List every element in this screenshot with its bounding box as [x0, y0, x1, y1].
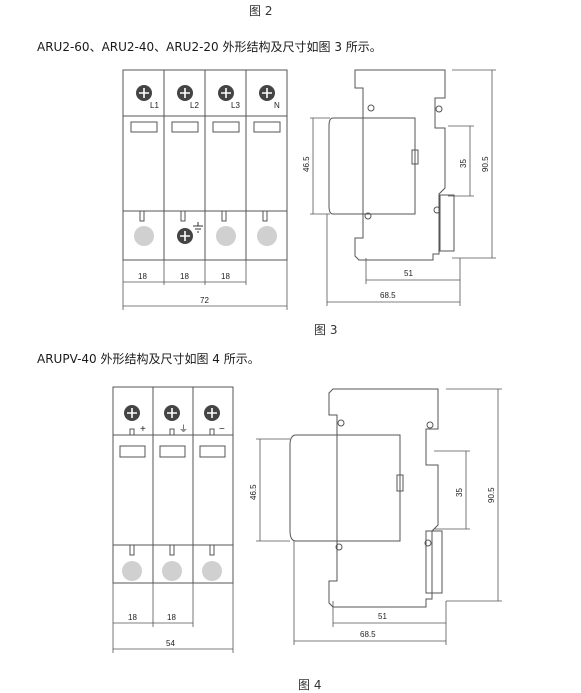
- width-label-2: 18: [180, 272, 189, 281]
- fig4-dim-35: 35: [455, 488, 464, 497]
- figure-2-caption: 图 2: [249, 4, 273, 18]
- fig4-width-label-2: 18: [167, 613, 176, 622]
- figure-4-diagram: + ⏚ − 18 18 54 46.5 35 90.5 51 68.5: [112, 386, 502, 653]
- paragraph-figure-4-intro: ARUPV-40 外形结构及尺寸如图 4 所示。: [37, 352, 260, 366]
- paragraph-figure-3-intro: ARU2-60、ARU2-40、ARU2-20 外形结构及尺寸如图 3 所示。: [37, 40, 382, 54]
- fig4-dim-68-5: 68.5: [360, 630, 376, 639]
- fig4-width-label-1: 18: [128, 613, 137, 622]
- fig4-dim-90-5: 90.5: [487, 487, 496, 503]
- fig4-bottom-terminals: [122, 561, 222, 581]
- pole-label-l1: L1: [150, 101, 159, 110]
- pole-4-body: [245, 69, 288, 261]
- fig4-dim-46-5: 46.5: [249, 484, 258, 500]
- figure-3-diagram: L1 L2 L3 N 18 18 18 72 46.5 35 90.5: [122, 69, 496, 310]
- pole-label-plus: +: [140, 424, 146, 435]
- total-width-label: 72: [200, 296, 209, 305]
- fig4-top-screws: [124, 405, 220, 421]
- side-housing: [354, 69, 446, 261]
- dim-51: 51: [404, 269, 413, 278]
- figure-3-caption: 图 3: [314, 323, 338, 337]
- bottom-terminals: [134, 222, 277, 246]
- side-front-cover: [328, 117, 416, 215]
- dim-90-5: 90.5: [481, 156, 490, 172]
- fig4-total-width-label: 54: [166, 639, 175, 648]
- pole-label-minus: −: [219, 424, 225, 435]
- pole-label-l2: L2: [190, 101, 199, 110]
- figure-4-caption: 图 4: [298, 678, 322, 692]
- dim-35: 35: [459, 159, 468, 168]
- fig4-dim-51: 51: [378, 612, 387, 621]
- top-terminal-screws: [136, 85, 275, 101]
- pole-label-n: N: [274, 101, 280, 110]
- width-label-1: 18: [138, 272, 147, 281]
- dim-46-5: 46.5: [302, 156, 311, 172]
- pole-label-l3: L3: [231, 101, 240, 110]
- width-label-3: 18: [221, 272, 230, 281]
- pole-label-ground: ⏚: [179, 424, 188, 434]
- dim-68-5: 68.5: [380, 291, 396, 300]
